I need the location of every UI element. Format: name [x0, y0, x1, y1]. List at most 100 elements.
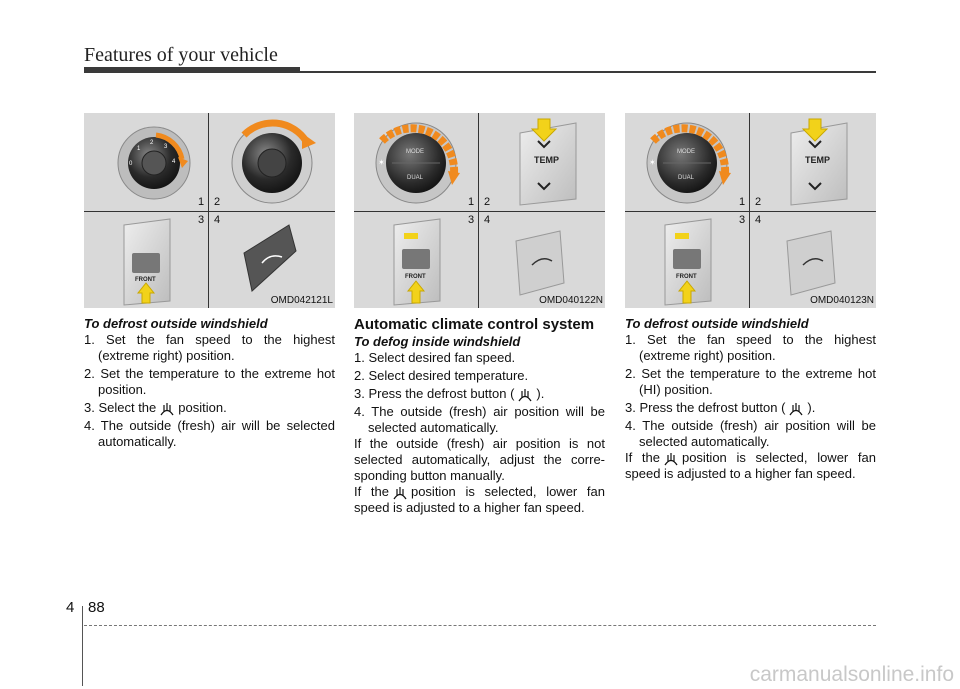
column-defrost-manual: To defrost outside windshield 1. Set the… [84, 316, 335, 450]
page-number: 88 [88, 599, 105, 616]
list-item: 4. The outside (fresh) air position will… [354, 404, 605, 435]
front-defrost-button: FRONT [123, 218, 171, 306]
figure-divider-vertical [478, 113, 479, 308]
figure-divider-vertical [749, 113, 750, 308]
paragraph: If the outside (fresh) air position is n… [354, 436, 605, 483]
svg-text:✶: ✶ [649, 158, 656, 167]
temperature-knob [231, 119, 316, 204]
list-item: 1. Set the fan speed to the highest (ext… [84, 332, 335, 363]
footer-rule [84, 625, 876, 626]
column-auto-climate: Automatic climate control system To defo… [354, 316, 605, 516]
paragraph-text: If the [354, 484, 389, 499]
list-item-text: 3. Press the defrost button ( [625, 400, 786, 415]
svg-text:MODE: MODE [406, 149, 424, 155]
svg-text:2: 2 [150, 140, 154, 146]
figure-code: OMD042121L [270, 295, 333, 306]
fan-speed-knob-small: 0 1 2 3 4 [117, 126, 191, 200]
list-item-text: ). [807, 400, 816, 415]
front-defrost-icon [789, 403, 803, 416]
quadrant-label: 1 [468, 196, 475, 208]
front-defrost-button: FRONT [393, 218, 441, 306]
front-defrost-icon [393, 487, 407, 500]
page-header-title: Features of your vehicle [84, 44, 278, 66]
quadrant-label: 4 [755, 214, 762, 226]
quadrant-label: 4 [214, 214, 221, 226]
temp-rocker-switch: TEMP [790, 118, 848, 206]
svg-text:FRONT: FRONT [135, 277, 156, 283]
svg-text:1: 1 [137, 146, 141, 152]
quadrant-label: 1 [198, 196, 205, 208]
mode-dual-knob: MODE DUAL ✶ [375, 122, 460, 204]
figure-illustration: MODE DUAL ✶ TEMP FRONT [375, 118, 577, 306]
figure-code: OMD040122N [539, 295, 603, 306]
svg-text:DUAL: DUAL [678, 175, 695, 181]
list-item: 1. Set the fan speed to the highest (ext… [625, 332, 876, 363]
header-rule [84, 71, 876, 73]
figure-illustration: 0 1 2 3 4 FRONT [117, 119, 316, 306]
watermark: carmanualsonline.info [749, 663, 954, 686]
list-item: 3. Select the position. [84, 400, 335, 416]
quadrant-label: 3 [198, 214, 205, 226]
list-item: 3. Press the defrost button (). [354, 386, 605, 402]
paragraph-text: If the [625, 450, 660, 465]
list-item-text: 3. Press the defrost button ( [354, 386, 515, 401]
paragraph-text: position is selected, lower fan speed is… [354, 484, 605, 515]
list-item: 1. Select desired fan speed. [354, 350, 516, 365]
svg-text:0: 0 [129, 161, 133, 167]
quadrant-label: 2 [484, 196, 491, 208]
subheading: To defog inside windshield [354, 334, 521, 349]
recirculation-button [515, 230, 565, 296]
list-item-text: ). [536, 386, 545, 401]
mode-dual-knob: MODE DUAL ✶ [646, 122, 731, 204]
list-item: 3. Press the defrost button (). [625, 400, 876, 416]
front-defrost-icon [518, 389, 532, 402]
quadrant-label: 3 [739, 214, 746, 226]
quadrant-label: 3 [468, 214, 475, 226]
list-item: 2. Set the temperature to the extreme ho… [84, 366, 335, 397]
figure-divider-vertical [208, 113, 209, 308]
quadrant-label: 1 [739, 196, 746, 208]
subheading: To defrost outside windshield [84, 316, 268, 331]
subheading: To defrost outside windshield [625, 316, 809, 331]
front-defrost-icon [664, 453, 678, 466]
column-auto-defrost: To defrost outside windshield 1. Set the… [625, 316, 876, 482]
recirculation-button [243, 224, 297, 292]
figure-code: OMD040123N [810, 295, 874, 306]
list-item-text: position. [178, 400, 227, 415]
list-item: 4. The outside (fresh) air position will… [625, 418, 876, 449]
quadrant-label: 4 [484, 214, 491, 226]
figure-divider-horizontal [84, 211, 335, 212]
quadrant-label: 2 [214, 196, 221, 208]
list-item: 4. The outside (fresh) air will be selec… [84, 418, 335, 449]
temp-rocker-switch: TEMP [519, 118, 577, 206]
chapter-number: 4 [66, 599, 75, 616]
svg-text:TEMP: TEMP [534, 155, 559, 165]
figure-divider-horizontal [625, 211, 876, 212]
figure-illustration: MODE DUAL ✶ TEMP FRONT [646, 118, 848, 306]
svg-text:FRONT: FRONT [405, 274, 426, 280]
list-item: 2. Select desired temperature. [354, 368, 529, 383]
figure-auto-climate-defrost: MODE DUAL ✶ TEMP FRONT 1 2 3 4 OMD0401 [625, 113, 876, 308]
section-title: Automatic climate control system [354, 316, 595, 333]
figure-auto-climate-defog: MODE DUAL ✶ TEMP FRONT 1 2 3 4 OMD0401 [354, 113, 605, 308]
svg-text:3: 3 [164, 144, 168, 150]
svg-text:MODE: MODE [677, 149, 695, 155]
svg-text:FRONT: FRONT [676, 274, 697, 280]
figure-divider-horizontal [354, 211, 605, 212]
header-rule-accent [84, 67, 300, 73]
list-item: 2. Set the temperature to the extreme ho… [625, 366, 876, 397]
svg-text:4: 4 [172, 159, 176, 165]
figure-fan-knob-defrost: 0 1 2 3 4 FRONT 1 2 3 [84, 113, 335, 308]
recirculation-button [786, 230, 836, 296]
svg-text:✶: ✶ [378, 158, 385, 167]
quadrant-label: 2 [755, 196, 762, 208]
svg-text:DUAL: DUAL [407, 175, 424, 181]
front-defrost-icon [160, 403, 174, 416]
svg-text:TEMP: TEMP [805, 155, 830, 165]
list-item-text: 3. Select the [84, 400, 157, 415]
footer-divider [82, 606, 83, 686]
front-defrost-button: FRONT [664, 218, 712, 306]
paragraph-text: position is selected, lower fan speed is… [625, 450, 876, 481]
